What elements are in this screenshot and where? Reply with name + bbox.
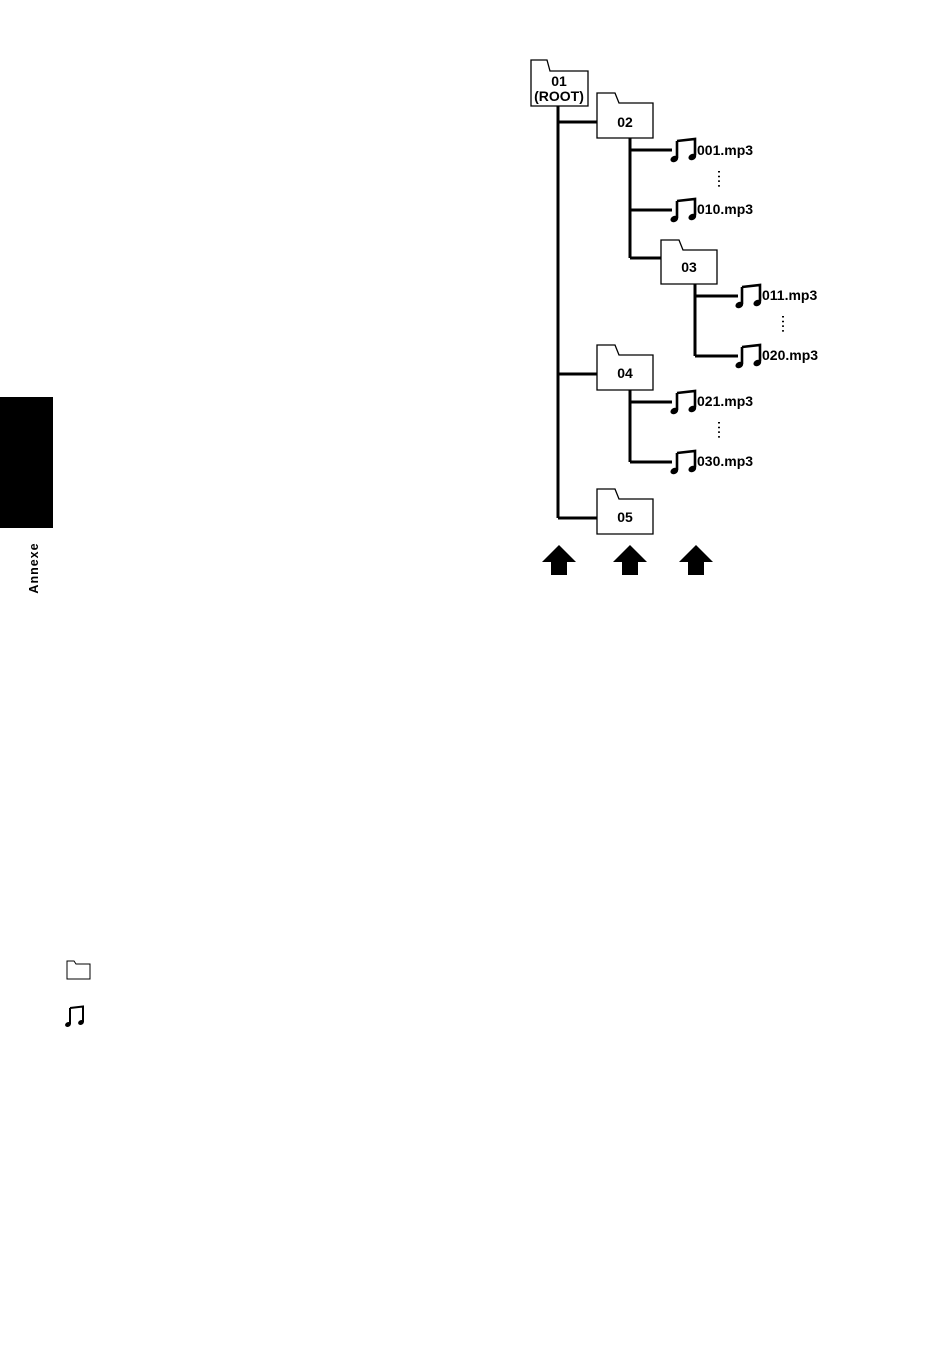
music-note-icon bbox=[65, 1005, 87, 1029]
music-note-icon bbox=[669, 139, 697, 163]
music-note-icon bbox=[734, 285, 762, 309]
folder-label: 02 bbox=[617, 114, 633, 130]
file-item: 021.mp3 bbox=[669, 391, 753, 415]
music-note-icon bbox=[669, 391, 697, 415]
file-label: 001.mp3 bbox=[697, 142, 753, 158]
folder-04: 04 bbox=[597, 345, 653, 390]
folder-label: 01 bbox=[551, 73, 567, 89]
file-item: 010.mp3 bbox=[669, 199, 753, 223]
file-item: 020.mp3 bbox=[734, 345, 818, 369]
file-label: 011.mp3 bbox=[762, 287, 817, 303]
up-arrow-icon bbox=[613, 545, 647, 575]
folder-icon bbox=[66, 959, 92, 981]
folder-label: 03 bbox=[681, 259, 697, 275]
file-label: 030.mp3 bbox=[697, 453, 753, 469]
file-label: 021.mp3 bbox=[697, 393, 753, 409]
folder-label: 04 bbox=[617, 365, 633, 381]
file-item: 030.mp3 bbox=[669, 451, 753, 475]
folder-tree-diagram: 01 (ROOT) 02 03 04 05 001.mp3 010.mp3 01… bbox=[0, 0, 950, 620]
folder-label: 05 bbox=[617, 509, 633, 525]
file-item: 001.mp3 bbox=[669, 139, 753, 163]
file-item: 011.mp3 bbox=[734, 285, 817, 309]
folder-label: (ROOT) bbox=[534, 88, 584, 104]
folder-01-root: 01 (ROOT) bbox=[531, 60, 588, 106]
folder-03: 03 bbox=[661, 240, 717, 284]
folder-02: 02 bbox=[597, 93, 653, 138]
music-note-icon bbox=[669, 199, 697, 223]
music-note-icon bbox=[734, 345, 762, 369]
file-label: 010.mp3 bbox=[697, 201, 753, 217]
music-note-icon bbox=[669, 451, 697, 475]
folder-05: 05 bbox=[597, 489, 653, 534]
file-label: 020.mp3 bbox=[762, 347, 818, 363]
up-arrow-icon bbox=[679, 545, 713, 575]
up-arrow-icon bbox=[542, 545, 576, 575]
